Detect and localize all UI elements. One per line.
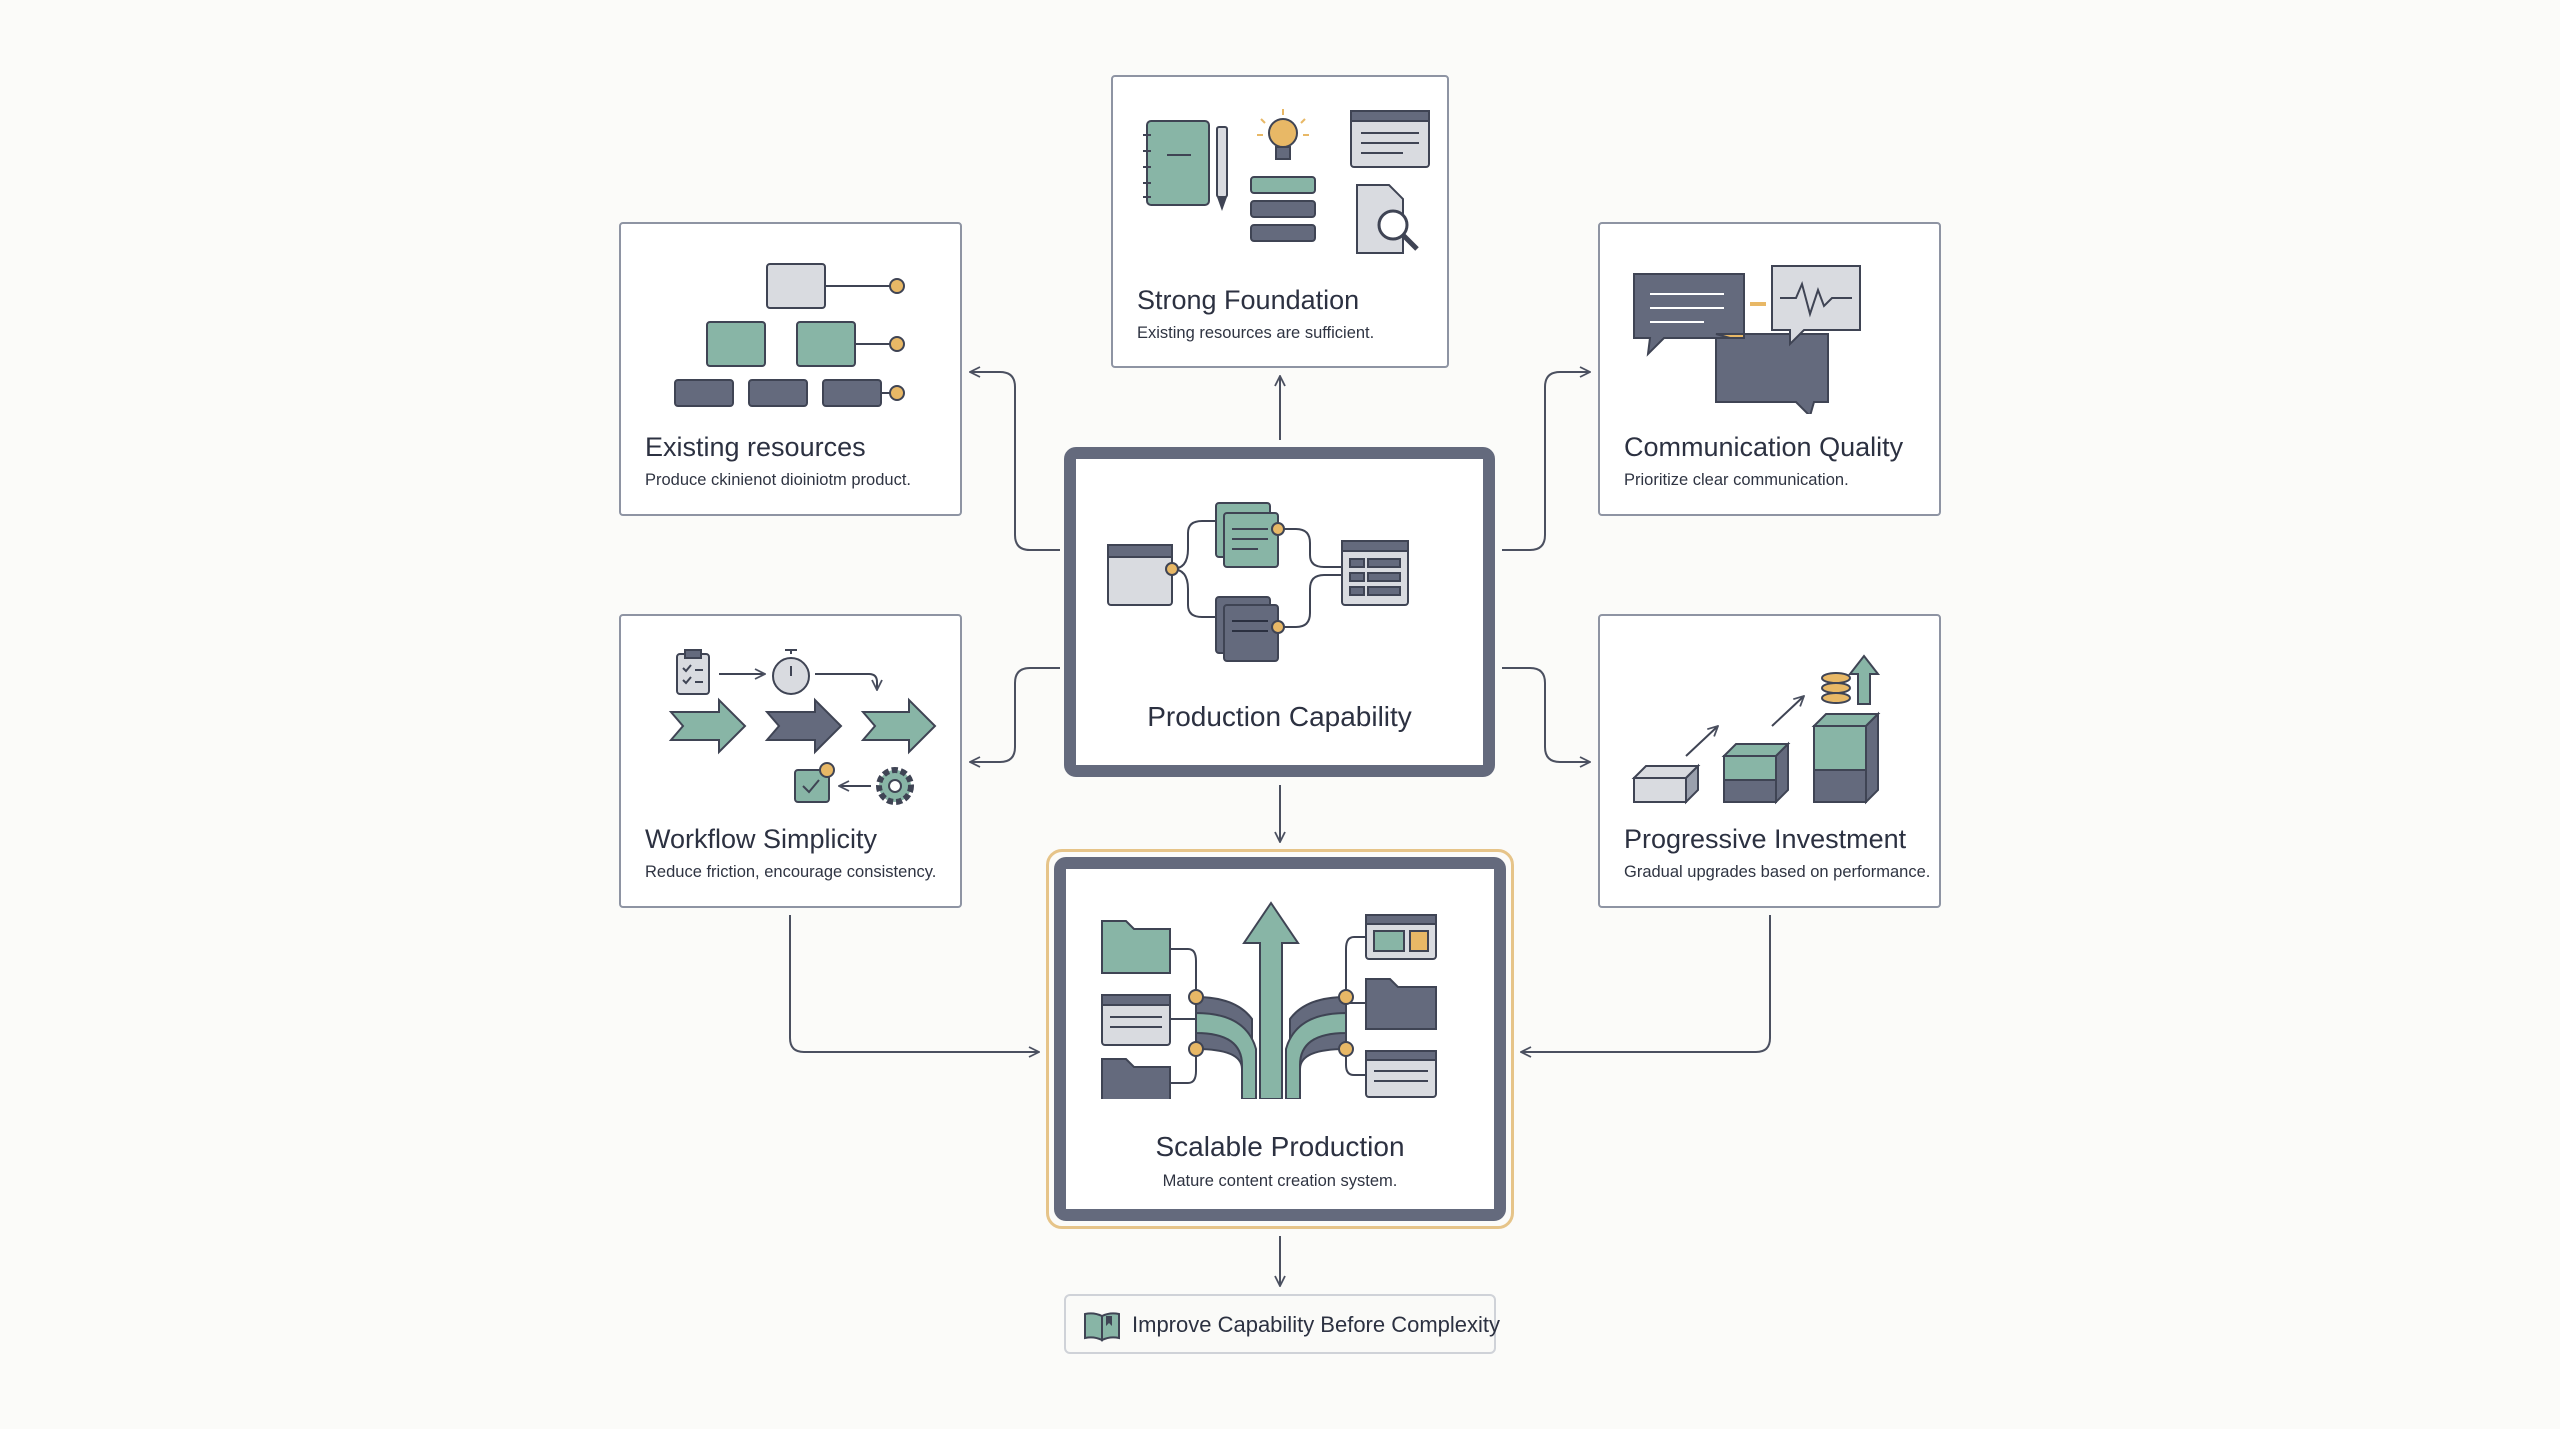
panel-window-icon <box>1365 914 1437 960</box>
block-small <box>1631 763 1701 805</box>
block-large <box>1811 711 1881 805</box>
speech-bubbles-icon <box>1633 265 1861 414</box>
progressive-investment-description: Gradual upgrades based on performance. <box>1624 863 1931 881</box>
strong-foundation-title: Strong Foundation <box>1137 285 1360 315</box>
folder-green-icon <box>1101 920 1171 974</box>
chevron-arrow-2 <box>764 697 843 755</box>
scalable-production-illustration <box>1101 901 1437 1099</box>
arrow-to-existing-resources <box>970 372 1060 551</box>
workflow-simplicity-card: Workflow Simplicity Reduce friction, enc… <box>619 614 962 908</box>
workflow-simplicity-title: Workflow Simplicity <box>645 824 878 854</box>
communication-quality-card: Communication Quality Prioritize clear c… <box>1598 222 1941 516</box>
existing-resources-illustration <box>674 263 905 407</box>
existing-resources-title: Existing resources <box>645 432 866 462</box>
doc-right-icon <box>1365 1050 1437 1098</box>
arrow-investment-to-result <box>1521 915 1771 1052</box>
scalable-production-title: Scalable Production <box>1155 1131 1405 1162</box>
scalable-production-card: Scalable Production Mature content creat… <box>1054 857 1506 1221</box>
workflow-simplicity-illustration <box>668 649 937 805</box>
checkbox-icon <box>794 762 835 803</box>
open-book-icon <box>1084 1312 1120 1342</box>
merge-green-right <box>1285 1011 1347 1099</box>
window-doc-icon <box>1101 994 1171 1046</box>
data-panel-icon <box>1341 540 1409 606</box>
production-capability-illustration <box>1107 502 1409 662</box>
pen-icon <box>1216 126 1228 211</box>
coins-icon <box>1821 672 1851 704</box>
footer-principle-box: Improve Capability Before Complexity <box>1064 1294 1500 1354</box>
chevron-arrow-3 <box>860 697 937 755</box>
progressive-investment-title: Progressive Investment <box>1624 824 1907 854</box>
footer-label: Improve Capability Before Complexity <box>1132 1312 1501 1337</box>
arrow-to-workflow-simplicity <box>970 667 1060 762</box>
merge-green-left <box>1195 1011 1257 1099</box>
gear-icon <box>876 767 914 805</box>
workflow-simplicity-description: Reduce friction, encourage consistency. <box>645 863 937 881</box>
scalable-production-highlight <box>1046 849 1514 1229</box>
strong-foundation-illustration <box>1143 109 1430 254</box>
progressive-investment-card: Progressive Investment Gradual upgrades … <box>1598 614 1941 908</box>
stacked-bars-icon <box>1250 176 1316 242</box>
strong-foundation-card: Strong Foundation Existing resources are… <box>1111 75 1449 368</box>
lightbulb-icon <box>1257 109 1309 160</box>
arrow-to-progressive-investment <box>1502 667 1590 762</box>
scalable-production-description: Mature content creation system. <box>1162 1172 1398 1190</box>
communication-quality-illustration <box>1633 265 1861 414</box>
notebook-icon <box>1143 120 1210 206</box>
window-icon <box>1107 544 1173 606</box>
chevron-arrow-1 <box>668 697 747 755</box>
documents-green-icon <box>1215 502 1279 568</box>
up-arrow-icon <box>1847 654 1881 705</box>
clipboard-icon <box>676 649 710 695</box>
magnifier-document-icon <box>1356 184 1419 254</box>
hierarchy-icon <box>674 263 905 407</box>
arrow-workflow-to-result <box>789 915 1039 1052</box>
progressive-investment-illustration <box>1631 654 1881 805</box>
document-window-icon <box>1350 110 1430 168</box>
folder-slate-right-icon <box>1365 978 1437 1030</box>
block-medium <box>1721 741 1791 805</box>
up-arrow-main <box>1242 901 1300 1099</box>
production-capability-title: Production Capability <box>1147 701 1412 732</box>
stopwatch-icon <box>772 649 810 695</box>
production-capability-card: Production Capability <box>1064 447 1495 777</box>
existing-resources-description: Produce ckinienot dioiniotm product. <box>645 471 911 489</box>
communication-quality-description: Prioritize clear communication. <box>1624 471 1849 489</box>
strong-foundation-description: Existing resources are sufficient. <box>1137 324 1375 342</box>
communication-quality-title: Communication Quality <box>1624 432 1904 462</box>
folder-slate-icon <box>1101 1058 1171 1099</box>
existing-resources-card: Existing resources Produce ckinienot dio… <box>619 222 962 516</box>
documents-slate-icon <box>1215 596 1279 662</box>
arrow-to-communication-quality <box>1502 372 1590 551</box>
